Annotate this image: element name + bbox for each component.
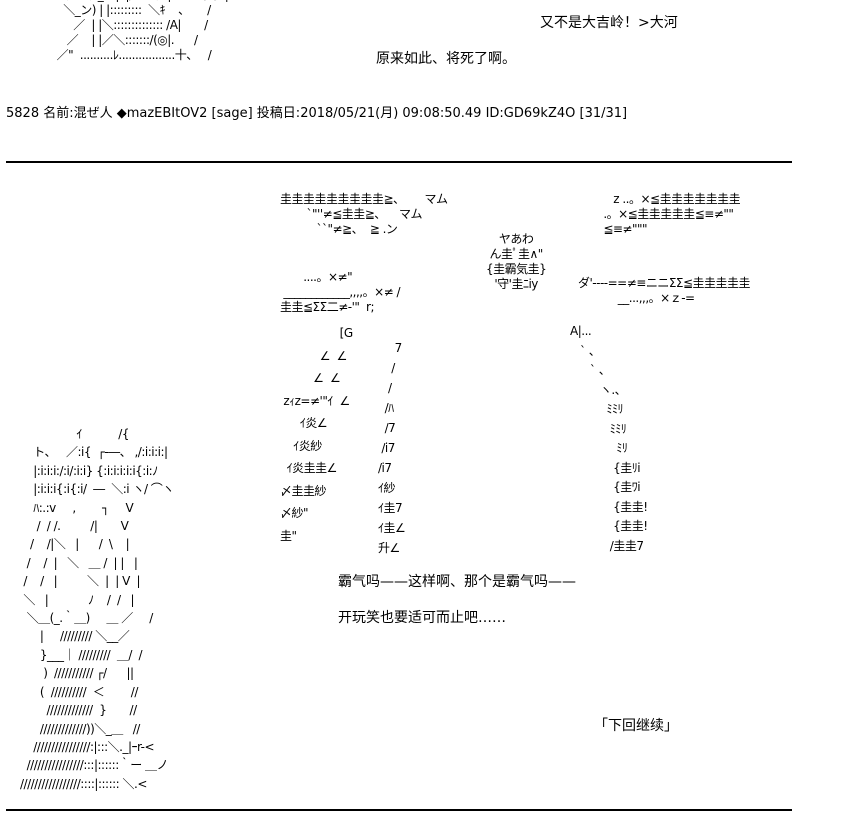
top-text-line-2: 原来如此、将死了啊。 [376, 51, 516, 67]
ascii-art-burst-upper-right: z ..。×≦圭圭圭圭圭圭圭 .。×≦圭圭圭圭圭≦≡≠"" ≦≡≠""" [603, 192, 741, 236]
separator-top [6, 161, 792, 163]
ascii-art-burst-center: ヤあわ ん圭ﾟ圭∧" {圭霸気圭} '守'圭ﾆiy [486, 232, 547, 291]
top-text-line-1: 又不是大吉岭！>大河 [540, 15, 678, 31]
ascii-art-burst-rays-right: A|... ` 、 ` 、 ヽ.、 ﾐﾐﾘ ﾐﾐﾘ ﾐﾘ {圭ﾘi {圭ﾜi {… [570, 324, 648, 553]
end-marker: 「下回继续」 [594, 718, 678, 734]
ascii-art-burst-upper-left: 圭圭圭圭圭圭圭圭圭≧、 マム `"''≠≦圭圭≧、 マム ``"≠≧、 ≧ .ン [280, 192, 448, 236]
post-header: 5828 名前:混ぜ人 ◆mazEBItOV2 [sage] 投稿日:2018/… [6, 106, 628, 121]
ascii-art-burst-rays-center: 7 / / /ﾊ /7 /i7 /i7 ｲ紗 ｲ圭7 ｲ圭∠ 升∠ [378, 341, 406, 555]
dialog-line-1: 霸气吗——这样啊、那个是霸气吗—— [338, 574, 576, 590]
ascii-art-character: ｲ /{ ト、 ／:i{ ┌-―、 ,/:i:i:i:| |:i:i:i:/:i… [20, 427, 174, 791]
ascii-art-burst-rays-left: [G ∠ ∠ ∠ ∠ zｨz=≠'"ｲ ∠ ｲ炎∠ ｲ炎紗 ｲ炎圭圭∠ 〆圭圭紗… [280, 326, 353, 543]
ascii-art-top-fragment: ＼、＼ _ ﾉ | |/ ＼ |ｒ- ＜ / / | ＼_ン) | |:::::… [56, 0, 229, 62]
ascii-art-burst-mid-right: ダ'----==≠≡ニニΣΣ≦圭圭圭圭圭 __...,,,。×ｚ-= [578, 276, 751, 305]
ascii-art-burst-mid-left: ....。×≠" ____________,,,,。×≠ / 圭圭≦ΣΣ二≠-'… [280, 270, 401, 314]
separator-bottom [6, 809, 792, 811]
dialog-line-2: 开玩笑也要适可而止吧…… [338, 610, 506, 626]
